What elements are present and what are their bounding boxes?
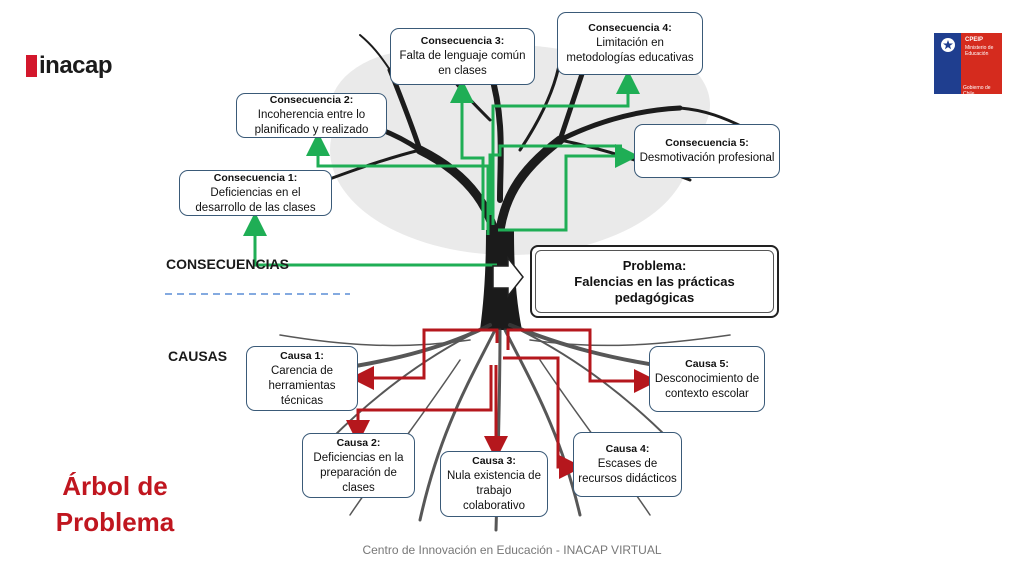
slide-title-line2: Problema (55, 507, 175, 537)
label-consecuencias: CONSECUENCIAS (166, 256, 289, 272)
cause-box-2: Causa 2: Deficiencias en la preparación … (302, 433, 415, 498)
gov-logo-line3: Gobierno de Chile (963, 85, 991, 97)
consequence-box-2: Consecuencia 2: Incoherencia entre lo pl… (236, 93, 387, 138)
consequence-box-5: Consecuencia 5: Desmotivación profesiona… (634, 124, 780, 178)
coat-of-arms-icon (941, 38, 955, 52)
consequence-box-3: Consecuencia 3: Falta de lenguaje común … (390, 28, 535, 85)
slide-title: Árbol de Problema (40, 468, 190, 540)
consequence-title: Consecuencia 2: (269, 94, 354, 106)
cause-title: Causa 3: (472, 455, 516, 467)
cause-box-3: Causa 3: Nula existencia de trabajo cola… (440, 451, 548, 517)
cause-text: Desconocimiento de contexto escolar (654, 372, 760, 400)
gov-logo-red-block (961, 33, 1002, 94)
consequence-title: Consecuencia 3: (420, 35, 505, 47)
problem-title: Problema: (622, 257, 687, 273)
cause-text: Escases de recursos didácticos (578, 458, 677, 485)
consequence-connectors (243, 70, 640, 267)
cause-title: Causa 2: (336, 436, 381, 449)
cause-text: Deficiencias en la preparación de clases (313, 451, 404, 494)
consequence-text: Falta de lenguaje común en clases (399, 50, 526, 77)
gov-logo-line2: Ministerio de Educación (965, 45, 994, 57)
cause-title: Causa 5: (685, 357, 729, 370)
cause-box-5: Causa 5: Desconocimiento de contexto esc… (649, 346, 765, 412)
cause-connectors (346, 328, 658, 479)
cause-text: Nula existencia de trabajo colaborativo (447, 470, 541, 512)
cause-title: Causa 4: (605, 443, 650, 455)
cause-text: Carencia de herramientas técnicas (268, 364, 336, 407)
consequence-title: Consecuencia 5: (665, 137, 749, 149)
logo-text: inacap (39, 52, 113, 79)
cause-box-4: Causa 4: Escases de recursos didácticos (573, 432, 682, 497)
cause-title: Causa 1: (280, 349, 324, 362)
footer-text: Centro de Innovación en Educación - INAC… (362, 543, 662, 557)
consequence-box-4: Consecuencia 4: Limitación en metodologí… (557, 12, 703, 75)
problem-arrow-icon (492, 255, 524, 299)
consequence-text: Limitación en metodologías educativas (566, 37, 694, 64)
consequence-title: Consecuencia 4: (588, 22, 672, 34)
consequence-title: Consecuencia 1: (213, 171, 298, 184)
gov-logo-line1: CPEIP (965, 37, 984, 43)
inacap-logo-mark-icon (26, 55, 37, 77)
problem-box: Problema: Falencias en las prácticas ped… (530, 245, 779, 318)
consequence-text: Desmotivación profesional (639, 152, 775, 164)
gobierno-de-chile-logo: CPEIP Ministerio de Educación Gobierno d… (934, 33, 1002, 97)
label-causas: CAUSAS (168, 348, 228, 364)
cause-box-1: Causa 1: Carencia de herramientas técnic… (246, 346, 358, 411)
slide-title-line1: Árbol de (62, 471, 168, 501)
consequence-text: Deficiencias en el desarrollo de las cla… (195, 186, 316, 214)
consequence-text: Incoherencia entre lo planificado y real… (254, 109, 369, 136)
problem-text: Falencias en las prácticas pedagógicas (574, 273, 735, 305)
consequence-box-1: Consecuencia 1: Deficiencias en el desar… (179, 170, 332, 216)
inacap-logo: inacap (26, 52, 113, 80)
